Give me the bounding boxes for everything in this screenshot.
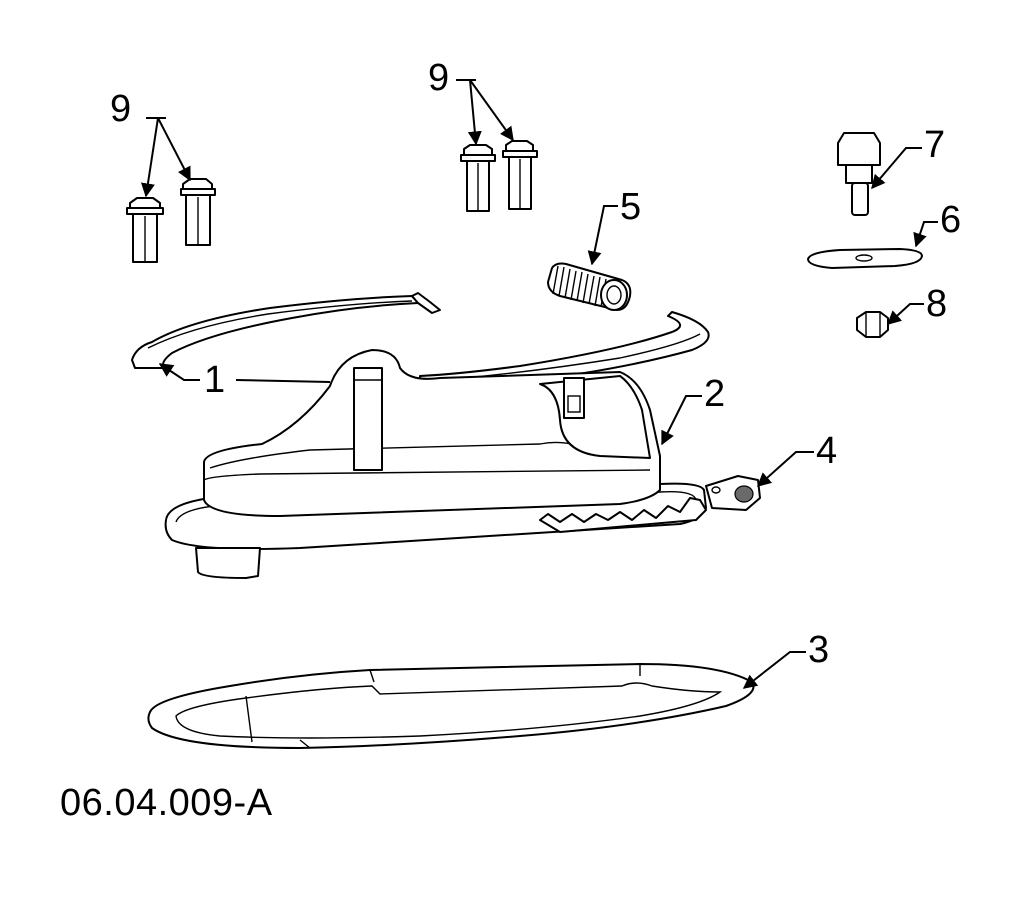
drawing-reference-number: 06.04.009-A: [60, 782, 273, 824]
callout-1: 1: [204, 359, 225, 401]
shoulder-bolt-part-7: [837, 132, 881, 216]
main-housing-part-2: [164, 349, 761, 579]
callout-6: 6: [940, 199, 961, 241]
bolt-part-9-right-b: [502, 140, 538, 210]
callout-3: 3: [808, 629, 829, 671]
spring-part-5: [547, 262, 632, 311]
upper-trim-ring-part-1: [131, 292, 710, 388]
bolt-part-9-left-a: [126, 197, 164, 263]
gasket-part-3: [147, 663, 755, 749]
bolt-part-9-left-b: [180, 178, 216, 246]
callout-2: 2: [704, 373, 725, 415]
callout-4: 4: [816, 430, 837, 472]
callout-8: 8: [926, 283, 947, 325]
leader-lines: [140, 79, 938, 689]
washer-plate-part-6: [807, 248, 923, 269]
callout-7: 7: [924, 124, 945, 166]
bolt-part-9-right-a: [460, 144, 496, 212]
nut-part-8: [856, 311, 889, 338]
callout-9-left: 9: [110, 88, 131, 130]
callout-5: 5: [620, 186, 641, 228]
callout-9-right: 9: [428, 57, 449, 99]
